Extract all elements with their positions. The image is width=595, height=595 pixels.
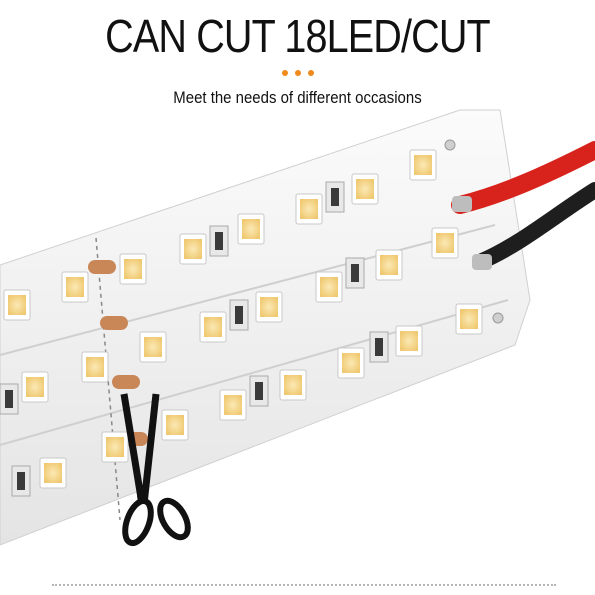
resistor: [249, 375, 269, 407]
led-chip: [279, 369, 307, 401]
resistor: [0, 383, 19, 415]
led-chip: [199, 311, 227, 343]
accent-dot: [295, 70, 301, 76]
led-chip: [455, 303, 483, 335]
accent-dot: [308, 70, 314, 76]
led-chip: [395, 325, 423, 357]
resistor: [11, 465, 31, 497]
mount-hole: [444, 139, 456, 151]
resistor: [345, 257, 365, 289]
solder-pad: [112, 375, 140, 389]
led-chips: [3, 149, 483, 489]
scissors-icon: [120, 392, 191, 547]
accent-dot: [282, 70, 288, 76]
wire-solder-joint: [452, 196, 472, 212]
led-chip: [337, 347, 365, 379]
led-chip: [3, 289, 31, 321]
led-chip: [237, 213, 265, 245]
led-chip: [219, 389, 247, 421]
led-strip-board: [0, 109, 531, 546]
led-chip: [295, 193, 323, 225]
led-chip: [39, 457, 67, 489]
led-chip: [255, 291, 283, 323]
led-chip: [161, 409, 189, 441]
led-chip: [179, 233, 207, 265]
wire-solder-joint: [472, 254, 492, 270]
led-chip: [81, 351, 109, 383]
wire-black: [472, 182, 595, 270]
solder-pad: [100, 316, 128, 330]
led-chip: [21, 371, 49, 403]
strip-groove: [0, 224, 496, 356]
page-title: CAN CUT 18LED/CUT: [105, 10, 491, 62]
led-chip: [315, 271, 343, 303]
resistor: [229, 299, 249, 331]
led-chip: [139, 331, 167, 363]
led-chip: [409, 149, 437, 181]
page-subtitle: Meet the needs of different occasions: [173, 88, 422, 107]
resistor: [209, 225, 229, 257]
resistor: [325, 181, 345, 213]
led-chip: [61, 271, 89, 303]
strip-groove: [0, 299, 509, 446]
wire-red: [451, 141, 595, 214]
led-chip: [119, 253, 147, 285]
led-chip: [101, 431, 129, 463]
accent-dots: [282, 70, 314, 78]
led-chip: [375, 249, 403, 281]
bottom-dotted-divider: [52, 584, 556, 586]
resistor: [369, 331, 389, 363]
led-chip: [431, 227, 459, 259]
mount-hole: [492, 312, 504, 324]
solder-pad: [88, 260, 116, 274]
led-chip: [351, 173, 379, 205]
cut-line: [95, 237, 121, 521]
resistors: [0, 181, 389, 497]
